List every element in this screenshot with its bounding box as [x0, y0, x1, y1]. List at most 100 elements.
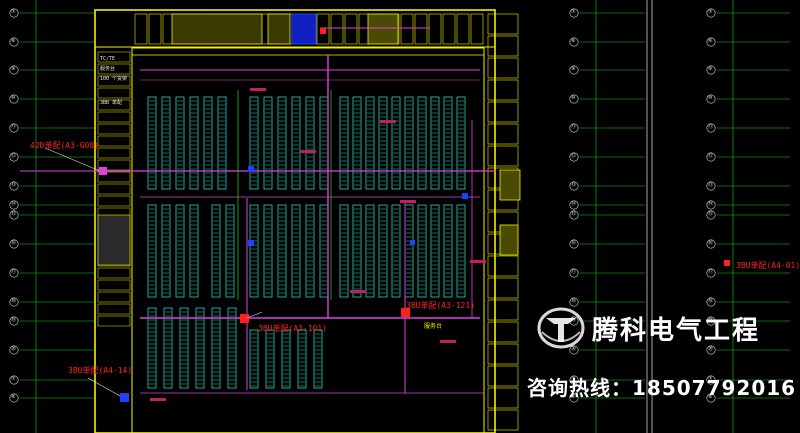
mid-sheet-axis-marker	[569, 8, 579, 18]
shelf-unit	[365, 96, 375, 190]
axis-marker-label: ⑧	[571, 394, 576, 400]
column-label-3bb: 3BB 单配	[100, 100, 123, 106]
axis-marker-label: ⑬	[571, 182, 577, 188]
left-sheet-axis-marker	[9, 123, 19, 133]
shelf-unit	[277, 204, 287, 298]
junction-box	[320, 28, 326, 34]
shelf-unit	[189, 204, 199, 298]
distribution-panel	[401, 308, 410, 317]
right-sheet-axis-marker	[706, 210, 716, 220]
leader-line	[44, 147, 101, 172]
left-sheet-axis-marker	[9, 345, 19, 355]
axis-marker-label: ⑪	[708, 124, 714, 130]
shelf-unit	[339, 96, 349, 190]
support-room	[97, 267, 131, 279]
left-sheet-axis-marker	[9, 8, 19, 18]
right-sheet-axis-marker	[706, 375, 716, 385]
right-sheet-axis-marker	[706, 181, 716, 191]
annotation-tag	[350, 290, 366, 293]
corridor-room	[487, 101, 519, 123]
axis-marker-label: ⑨	[571, 66, 576, 72]
left-sheet-axis-marker	[9, 37, 19, 47]
hotline-text: 咨询热线：18507792016	[527, 376, 797, 400]
annotation-tag	[150, 398, 166, 401]
mid-sheet-axis-marker	[569, 375, 579, 385]
mid-sheet-axis-marker	[569, 239, 579, 249]
mid-sheet-axis-marker	[569, 210, 579, 220]
shelf-unit	[391, 204, 401, 298]
mid-sheet-axis-marker	[569, 152, 579, 162]
axis-marker-label: ⑫	[708, 153, 714, 159]
junction-box	[462, 193, 468, 199]
support-room	[97, 87, 131, 99]
axis-marker-label: ⑭	[708, 201, 714, 207]
shelf-unit	[211, 307, 221, 389]
axis-marker-label: ⑬	[11, 182, 17, 188]
shelf-unit	[147, 96, 157, 190]
right-sheet-axis-marker	[706, 65, 716, 75]
shelf-unit	[365, 204, 375, 298]
left-sheet-axis-marker	[9, 316, 19, 326]
axis-marker-label: ⑦	[708, 9, 713, 15]
junction-box	[410, 240, 415, 245]
shelf-unit	[249, 329, 259, 389]
distribution-panel	[724, 260, 730, 266]
support-room	[97, 159, 131, 171]
shelf-unit	[430, 204, 440, 298]
axis-marker-label: ⑯	[11, 240, 17, 246]
axis-marker-label: ⑬	[708, 182, 714, 188]
shelf-unit	[195, 307, 205, 389]
right-sheet-axis-marker	[706, 297, 716, 307]
shelf-unit	[217, 96, 227, 190]
office-room	[97, 214, 131, 266]
annotation-tag	[380, 120, 396, 123]
service-room	[134, 13, 148, 45]
left-sheet-axis-marker	[9, 181, 19, 191]
shelf-unit	[249, 204, 259, 298]
service-room-block	[267, 13, 291, 45]
axis-marker-label: ⑧	[708, 38, 713, 44]
shelf-unit	[263, 204, 273, 298]
support-room	[97, 315, 131, 327]
axis-marker-label: ⑰	[708, 269, 714, 275]
shelf-unit	[277, 96, 287, 190]
distribution-panel	[240, 314, 249, 323]
axis-marker-label: ⑦	[11, 9, 16, 15]
shelf-unit	[456, 96, 466, 190]
left-sheet-axis-marker	[9, 94, 19, 104]
annotation-tag	[470, 260, 486, 263]
shelf-unit	[263, 96, 273, 190]
shelf-unit	[161, 204, 171, 298]
axis-marker-label: ⑦	[11, 376, 16, 382]
service-room	[456, 13, 470, 45]
service-room	[400, 13, 414, 45]
corridor-room	[487, 387, 519, 409]
shelf-unit	[147, 204, 157, 298]
shelf-unit	[281, 329, 291, 389]
mid-sheet-axis-marker	[569, 37, 579, 47]
shelf-unit	[339, 204, 349, 298]
axis-marker-label: ⑱	[571, 298, 577, 304]
column-label-shelves: 100 个货架	[100, 76, 128, 82]
service-room	[414, 13, 428, 45]
corridor-room	[487, 145, 519, 167]
distribution-panel	[120, 393, 129, 402]
shelf-unit	[297, 329, 307, 389]
shelf-unit	[404, 96, 414, 190]
shelf-unit	[161, 96, 171, 190]
stair-core	[367, 13, 399, 45]
mid-sheet-axis-marker	[569, 94, 579, 104]
support-room	[97, 99, 131, 111]
shelf-unit	[291, 96, 301, 190]
service-desk-label: 服务台	[424, 323, 443, 330]
right-sheet-axis-marker	[706, 123, 716, 133]
axis-marker-label: ⑨	[708, 66, 713, 72]
corridor-room	[487, 123, 519, 145]
axis-marker-label: ⑲	[571, 317, 577, 323]
service-room-block	[171, 13, 263, 45]
axis-marker-label: ⑮	[11, 211, 17, 217]
shelf-unit	[305, 204, 315, 298]
support-room	[97, 51, 131, 63]
shelf-unit	[319, 96, 329, 190]
